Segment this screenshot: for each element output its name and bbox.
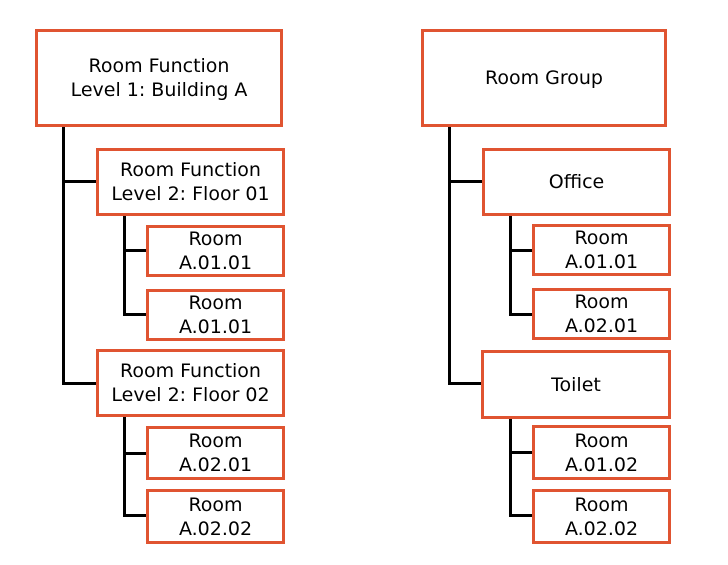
node-office-room-a0101: Room A.01.01 xyxy=(532,224,671,276)
node-toilet-room-a0202: Room A.02.02 xyxy=(532,489,671,544)
node-group-toilet: Toilet xyxy=(481,350,671,419)
node-room-function-level2-floor-02: Room Function Level 2: Floor 02 xyxy=(96,349,285,417)
node-label-line2: A.01.02 xyxy=(564,453,639,476)
node-label-line2: Level 2: Floor 02 xyxy=(111,384,270,406)
node-label-line2: A.02.02 xyxy=(564,517,639,540)
connector-line xyxy=(509,249,532,252)
node-label-line1: Room Function xyxy=(120,159,261,181)
connector-line xyxy=(123,514,146,517)
connector-line xyxy=(448,127,451,385)
node-room-group: Room Group xyxy=(421,29,667,127)
node-label-line1: Room xyxy=(188,292,243,314)
node-label-line1: Room xyxy=(188,228,243,250)
node-label-line1: Room xyxy=(574,291,629,313)
node-floor02-room-a0201: Room A.02.01 xyxy=(146,426,285,480)
connector-line xyxy=(123,313,146,316)
node-label-line1: Room xyxy=(574,429,629,452)
connector-line xyxy=(123,216,126,316)
node-office-room-a0201: Room A.02.01 xyxy=(532,288,671,340)
node-room-function-level1-building-a: Room Function Level 1: Building A xyxy=(35,29,283,127)
node-label-line1: Toilet xyxy=(551,373,601,396)
connector-line xyxy=(509,419,512,517)
node-label-line1: Room xyxy=(574,493,629,516)
node-group-office: Office xyxy=(482,148,671,216)
connector-line xyxy=(62,382,96,385)
node-floor01-room-a0101-first: Room A.01.01 xyxy=(146,225,285,277)
connector-line xyxy=(509,216,512,316)
connector-line xyxy=(448,180,482,183)
node-label-line2: A.01.01 xyxy=(564,251,639,273)
node-label-line2: A.02.02 xyxy=(178,517,253,540)
connector-line xyxy=(448,382,481,385)
node-floor02-room-a0202: Room A.02.02 xyxy=(146,489,285,544)
node-label-line2: A.02.01 xyxy=(564,315,639,337)
node-room-function-level2-floor-01: Room Function Level 2: Floor 01 xyxy=(96,148,285,216)
connector-line xyxy=(62,180,96,183)
connector-line xyxy=(509,514,532,517)
node-label-line1: Room xyxy=(188,430,243,452)
connector-line xyxy=(123,249,146,252)
node-label-line2: A.01.01 xyxy=(178,316,253,338)
node-label-line2: A.01.01 xyxy=(178,252,253,274)
connector-line xyxy=(123,417,126,517)
node-label-line1: Room Function xyxy=(120,360,261,382)
connector-line xyxy=(62,127,65,385)
connector-line xyxy=(509,313,532,316)
node-label-line2: Level 1: Building A xyxy=(70,79,248,101)
node-label-line1: Room Group xyxy=(485,67,603,89)
node-label-line1: Room xyxy=(188,493,243,516)
node-label-line2: Level 2: Floor 01 xyxy=(111,183,270,205)
connector-line xyxy=(509,451,532,454)
node-label-line2: A.02.01 xyxy=(178,454,253,476)
node-label-line1: Office xyxy=(548,171,605,193)
node-label-line1: Room xyxy=(574,227,629,249)
node-label-line1: Room Function xyxy=(88,55,230,77)
node-floor01-room-a0101-second: Room A.01.01 xyxy=(146,289,285,341)
node-toilet-room-a0102: Room A.01.02 xyxy=(532,425,671,480)
connector-line xyxy=(123,452,146,455)
